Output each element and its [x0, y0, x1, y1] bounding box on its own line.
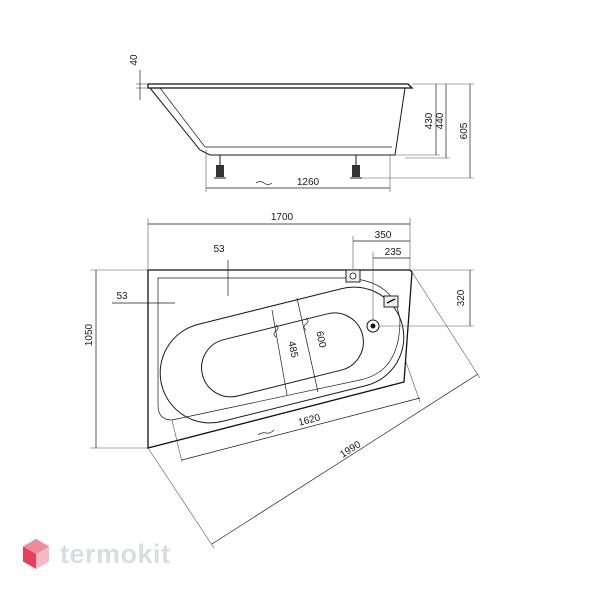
dim-label-1990: 1990 — [338, 439, 363, 460]
dim-rim-left: 53 — [112, 291, 175, 304]
brand-name: termokit — [60, 538, 171, 569]
dim-label-485: 485 — [285, 340, 299, 359]
leg-right — [350, 155, 362, 179]
dim-label-1260: 1260 — [297, 177, 320, 188]
dim-overflow-drain: 350 235 — [352, 230, 410, 320]
dim-inner-length: 1620 — [171, 361, 421, 463]
leg-left — [214, 155, 226, 179]
side-basin — [149, 87, 406, 156]
hexagon-logo-icon — [23, 539, 49, 569]
dim-label-1050: 1050 — [84, 323, 95, 346]
dim-label-440: 440 — [435, 112, 446, 129]
dim-depths: 430 440 605 — [362, 83, 474, 179]
dim-label-350: 350 — [375, 230, 392, 241]
dim-label-235: 235 — [385, 247, 402, 258]
brand-logo: termokit — [22, 534, 171, 574]
basin — [159, 286, 405, 424]
dim-label-600: 600 — [313, 330, 327, 349]
dim-label-605: 605 — [459, 122, 470, 139]
dim-rim-thickness: 40 — [129, 54, 148, 100]
dim-rim-top: 53 — [213, 244, 229, 296]
side-view: 40 430 440 605 1260 — [129, 54, 474, 192]
side-basin-inner — [159, 87, 392, 148]
dim-label-40: 40 — [129, 54, 140, 66]
faucet-symbol — [383, 295, 399, 308]
dim-label-430: 430 — [424, 112, 435, 129]
dim-label-53-left: 53 — [116, 291, 128, 302]
dim-leg-span: 1260 — [205, 150, 391, 192]
dim-label-320: 320 — [456, 289, 467, 306]
overflow-fitting — [345, 269, 361, 283]
rim-inner — [157, 277, 401, 421]
dim-length: 1700 — [147, 212, 411, 270]
drain — [366, 319, 380, 333]
dim-width: 1050 — [84, 269, 148, 449]
dim-label-53-top: 53 — [213, 244, 225, 255]
top-view: 1700 350 235 320 53 53 — [84, 212, 481, 549]
dim-drain-from-edge: 320 — [380, 269, 474, 327]
dim-label-1620: 1620 — [297, 412, 322, 428]
dim-label-1700: 1700 — [271, 212, 294, 223]
tub-outline — [147, 269, 413, 449]
dim-basin-widths: 485 600 — [271, 297, 328, 396]
side-rim — [147, 83, 414, 89]
